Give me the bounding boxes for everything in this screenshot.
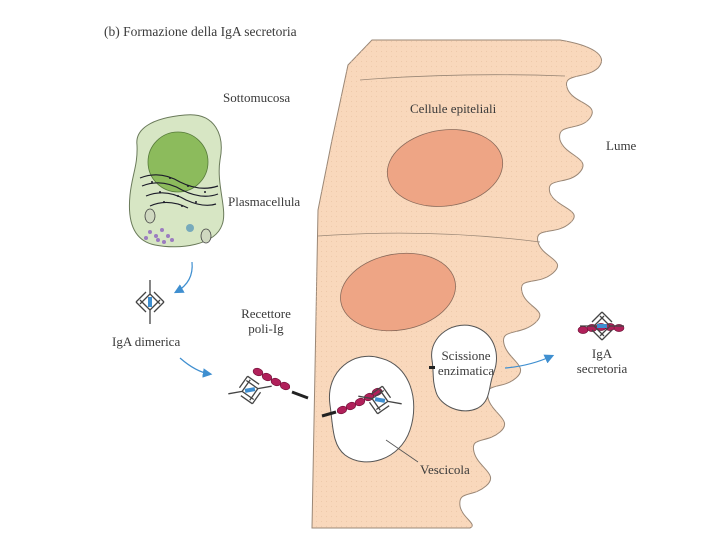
receptor-anchor xyxy=(292,392,308,398)
label-poly-ig-receptor-line1: Recettore xyxy=(236,306,296,321)
label-secretory-iga-line2: secretoria xyxy=(570,361,634,376)
label-epithelial-cells: Cellule epiteliali xyxy=(410,101,496,116)
label-dimeric-iga: IgA dimerica xyxy=(112,334,180,349)
label-poly-ig-receptor-line2: poli-Ig xyxy=(236,321,296,336)
label-vesicle: Vescicola xyxy=(420,462,470,477)
secretory-iga-antibody xyxy=(580,312,624,340)
label-lumen: Lume xyxy=(606,138,636,153)
j-chain xyxy=(148,297,152,307)
label-cleavage-line1: Scissione xyxy=(432,348,500,363)
j-chain xyxy=(245,387,256,393)
arrow-uptake xyxy=(180,358,210,374)
label-secretory-iga: IgA secretoria xyxy=(570,346,634,376)
j-chain xyxy=(597,324,607,328)
mitochondrion xyxy=(145,209,155,223)
figure-title: (b) Formazione della IgA secretoria xyxy=(104,24,297,39)
label-poly-ig-receptor: Recettore poli-Ig xyxy=(236,306,296,336)
label-submucosa: Sottomucosa xyxy=(223,90,290,105)
label-cleavage: Scissione enzimatica xyxy=(432,348,500,378)
mitochondrion xyxy=(201,229,211,243)
label-cleavage-line2: enzimatica xyxy=(432,363,500,378)
secretory-granule xyxy=(186,224,194,232)
label-secretory-iga-line1: IgA xyxy=(570,346,634,361)
label-plasma-cell: Plasmacellula xyxy=(228,194,300,209)
receptor-domain xyxy=(578,326,588,333)
poly-ig-receptor-chain xyxy=(252,367,291,391)
arrow-secretion xyxy=(176,262,192,292)
dimeric-iga-antibody xyxy=(136,280,164,324)
